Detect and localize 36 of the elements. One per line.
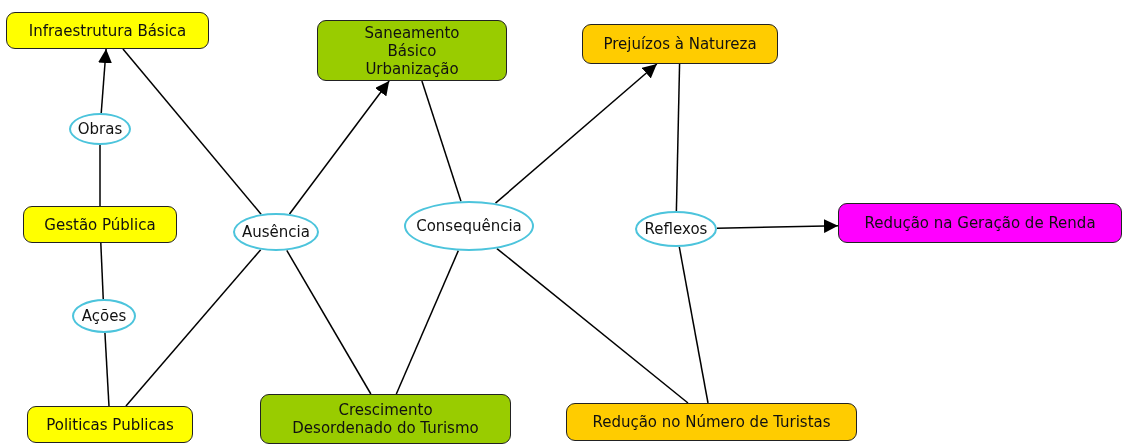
concept-box — [317, 20, 507, 81]
connector-line — [675, 63, 681, 212]
connector-line — [678, 246, 709, 404]
node-label: Politicas Publicas — [46, 415, 174, 434]
concept-box — [582, 24, 778, 64]
connector-line — [716, 219, 839, 234]
connector-line — [104, 332, 110, 407]
node-label: Crescimento Desordenado do Turismo — [291, 401, 480, 437]
connector-line — [494, 63, 658, 204]
connector-line — [421, 80, 462, 202]
connector-line — [100, 242, 104, 300]
node-label: Reflexos — [644, 220, 708, 238]
concept-box — [566, 403, 857, 441]
connector-line — [125, 249, 262, 407]
concept-box — [6, 12, 209, 49]
connector-line — [395, 249, 460, 395]
connector-line — [99, 144, 101, 207]
concept-box — [260, 394, 511, 444]
connector-line — [286, 249, 372, 395]
concept-box — [838, 203, 1122, 243]
connector-line — [288, 80, 390, 215]
node-label: Consequência — [416, 217, 522, 235]
node-label: Ausência — [242, 223, 310, 241]
node-label: Saneamento Básico Urbanização — [363, 23, 461, 78]
node-label: Prejuízos à Natureza — [603, 35, 757, 53]
node-label: Obras — [77, 120, 123, 138]
concept-box — [23, 206, 177, 243]
node-label: Ações — [81, 307, 127, 325]
connector-line — [98, 48, 112, 114]
concept-box — [27, 406, 193, 443]
connector-line — [122, 48, 262, 215]
node-label: Gestão Pública — [44, 215, 156, 234]
linking-phrase-ellipse — [69, 113, 131, 145]
node-label: Redução na Geração de Renda — [864, 214, 1096, 232]
node-label: Infraestrutura Básica — [28, 21, 187, 40]
node-label: Redução no Número de Turistas — [592, 413, 831, 431]
